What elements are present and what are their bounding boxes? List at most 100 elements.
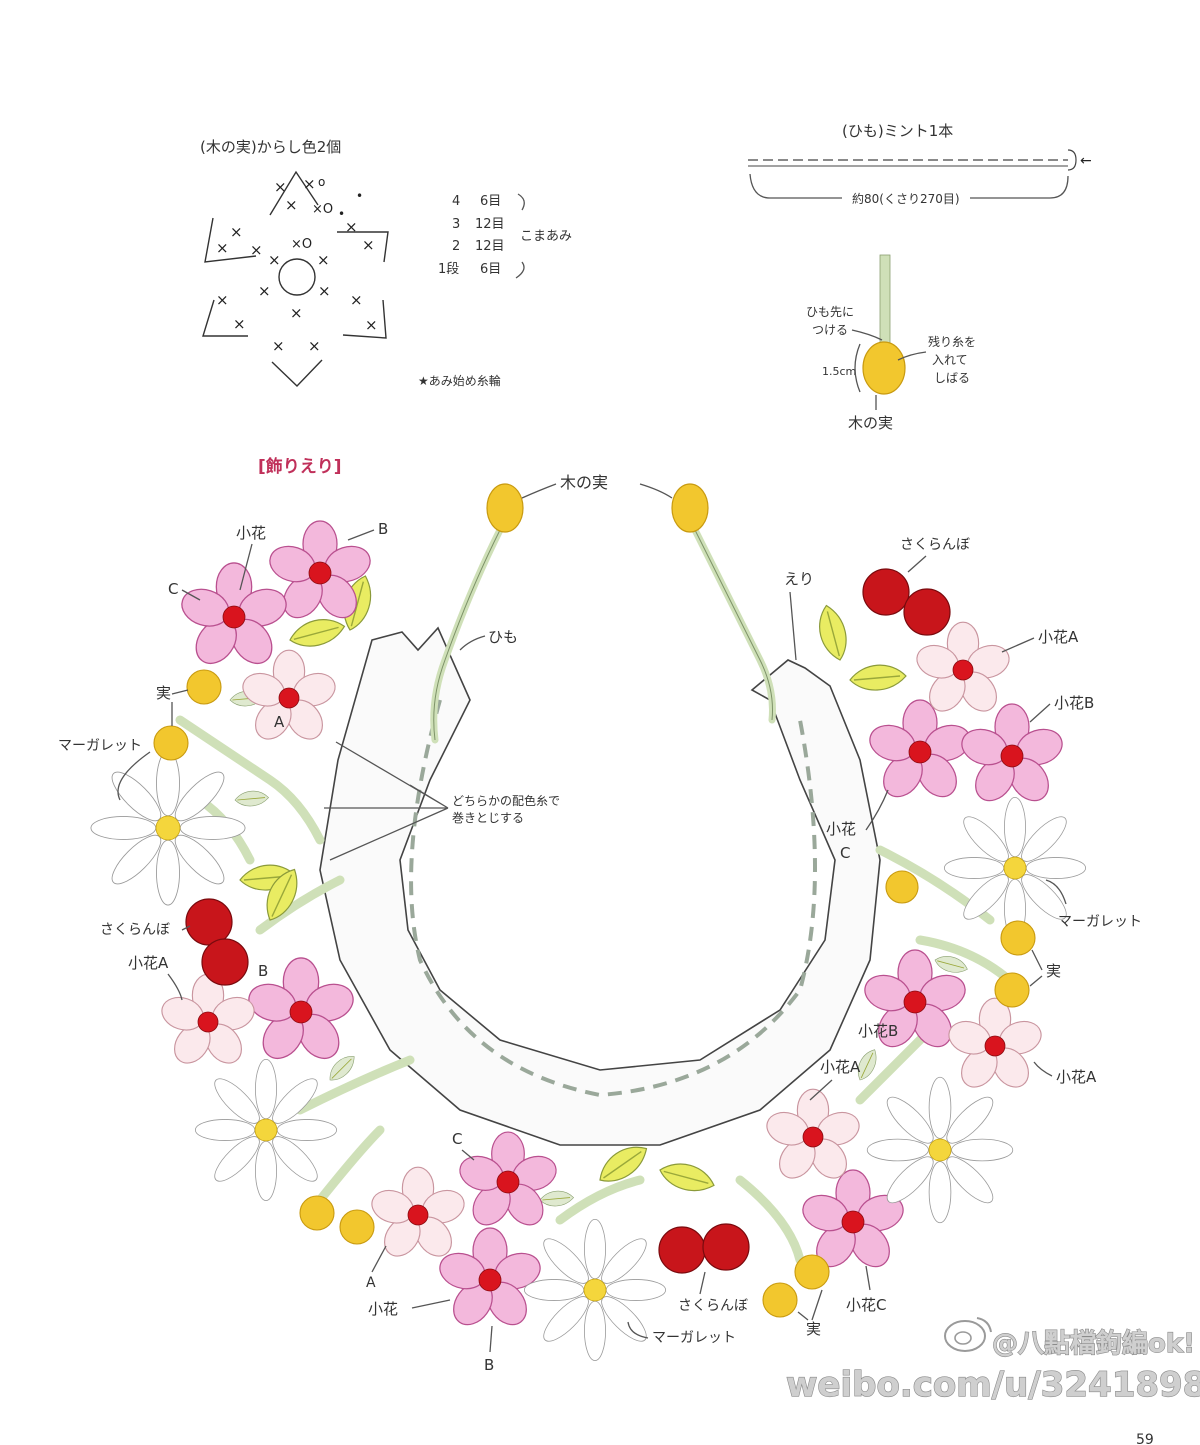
label-kobana-a-mid: 小花A: [820, 1058, 861, 1076]
round-2-count: 12目: [475, 239, 505, 254]
stitch-type: こまあみ: [520, 229, 572, 244]
label-kobana-b-mid: 小花B: [858, 1022, 898, 1040]
motif-chart: (木の実)からし色2個 ××× ××× ×× ×× ×× × ×× ×× ×× …: [200, 138, 572, 388]
cord-end: [879, 254, 891, 351]
label-instruction-2: 巻きとじする: [452, 811, 524, 825]
svg-text:×: ×: [345, 218, 358, 236]
label-b-left: B: [258, 962, 268, 980]
label-margaret-bottom: マーガレット: [652, 1330, 736, 1346]
daisies: [91, 751, 1086, 1361]
size-label: 1.5cm: [822, 365, 856, 378]
label-cherry-left: さくらんぼ: [100, 922, 170, 938]
length-note: 約80(くさり270目): [852, 191, 960, 206]
label-kobana-bottom: 小花: [368, 1300, 398, 1318]
round-2: 2: [452, 239, 460, 254]
start-note: ★あみ始め糸輪: [418, 373, 501, 388]
label-kobana-mid: 小花: [826, 820, 856, 838]
cord-chart: (ひも)ミント1本 ← 約80(くさり270目): [748, 122, 1092, 206]
watermark: @八點檔鉤編ok! weibo.com/u/3241898774: [785, 1317, 1200, 1406]
tip-label-1: ひも先に: [806, 305, 854, 319]
label-b-top: B: [378, 520, 388, 538]
svg-text:×: ×: [318, 282, 331, 300]
nut-ball: [862, 341, 906, 395]
berries: [153, 669, 1036, 1318]
label-instruction-1: どちらかの配色糸で: [452, 794, 560, 808]
round-3-count: 12目: [475, 217, 505, 232]
collar-stitch-line: [409, 699, 817, 1098]
label-kobana-c-bottom: 小花C: [846, 1296, 886, 1314]
label-cord: ひも: [488, 628, 518, 646]
label-margaret-left: マーガレット: [58, 738, 142, 754]
svg-text:×: ×: [216, 291, 229, 309]
rounds-table: 4 6目 3 12目 2 12目 1段 6目 こまあみ: [438, 193, 572, 279]
magic-ring-symbol: [278, 258, 316, 296]
motif-title: (木の実)からし色2個: [200, 138, 341, 156]
svg-text:×: ×: [230, 223, 243, 241]
svg-text:×: ×: [303, 175, 316, 193]
round-1-count: 6目: [480, 262, 501, 277]
label-b-bottom: B: [484, 1356, 494, 1374]
svg-text:×: ×: [272, 337, 285, 355]
nut-right: [671, 483, 709, 533]
label-kobana-a-lower-right: 小花A: [1056, 1068, 1097, 1086]
motif-stitch-symbols: ××× ××× ×× ×× ×× × ×× ×× ×× ×O ×O o • •: [216, 175, 378, 355]
motif-petal-outlines: [202, 170, 389, 387]
svg-text:×: ×: [258, 282, 271, 300]
page-number: 59: [1136, 1432, 1154, 1445]
collar-base: [319, 626, 881, 1146]
label-cherry-bottom: さくらんぼ: [678, 1298, 748, 1314]
round-3: 3: [452, 217, 460, 232]
fill-label-3: しばる: [934, 371, 970, 385]
svg-text:×: ×: [268, 251, 281, 269]
collar-labels: 木の実 ひも えり どちらかの配色糸で 巻きとじする 小花 B C 実 A マー…: [58, 473, 1142, 1374]
weibo-logo-icon: [944, 1317, 992, 1352]
label-kobana-a-left: 小花A: [128, 954, 169, 972]
cord-title: (ひも)ミント1本: [842, 122, 953, 140]
svg-text:×: ×: [317, 251, 330, 269]
svg-text:×: ×: [285, 196, 298, 214]
label-mi-bottom: 実: [806, 1320, 821, 1338]
round-4-count: 6目: [480, 194, 501, 209]
label-mi-right: 実: [1046, 962, 1061, 980]
nut-attach-detail: ひも先に つける 1.5cm 残り糸を 入れて しばる 木の実: [806, 254, 976, 432]
svg-text:•: •: [356, 189, 363, 203]
svg-text:×: ×: [350, 291, 363, 309]
svg-text:×: ×: [233, 315, 246, 333]
label-collar: えり: [784, 570, 814, 588]
section-title: [飾りえり]: [258, 456, 342, 477]
svg-text:×O: ×O: [312, 202, 333, 217]
flower-centers: [197, 561, 1024, 1292]
vines: [175, 715, 1025, 1265]
label-a-left: A: [274, 713, 285, 731]
svg-text:×: ×: [362, 236, 375, 254]
svg-text:×: ×: [308, 337, 321, 355]
cherries: [185, 568, 951, 1274]
svg-text:×O: ×O: [291, 237, 312, 252]
length-bracket: [749, 173, 1069, 199]
label-nut: 木の実: [560, 473, 608, 492]
label-a-bottom: A: [366, 1275, 376, 1291]
round-1: 1段: [438, 262, 459, 277]
start-arrow-icon: ←: [1080, 153, 1092, 169]
tip-label-2: つける: [812, 323, 848, 337]
label-cherry-right: さくらんぼ: [900, 537, 970, 553]
svg-text:o: o: [318, 175, 325, 189]
label-c-top: C: [168, 580, 178, 598]
label-margaret-right: マーガレット: [1058, 914, 1142, 930]
fill-label-2: 入れて: [932, 353, 968, 367]
svg-text:×: ×: [365, 316, 378, 334]
svg-text:×: ×: [250, 241, 263, 259]
label-kobana-top: 小花: [236, 524, 266, 542]
watermark-url: weibo.com/u/3241898774: [786, 1365, 1200, 1405]
nut-label: 木の実: [848, 414, 893, 432]
label-mi-left: 実: [156, 684, 171, 702]
nut-left: [486, 483, 524, 533]
cords: [430, 483, 776, 744]
svg-text:×: ×: [290, 304, 303, 322]
watermark-handle: @八點檔鉤編ok!: [992, 1328, 1195, 1359]
label-c-bottom: C: [452, 1130, 462, 1148]
fill-label-1: 残り糸を: [928, 335, 976, 349]
svg-text:×: ×: [274, 178, 287, 196]
svg-text:•: •: [338, 207, 345, 221]
